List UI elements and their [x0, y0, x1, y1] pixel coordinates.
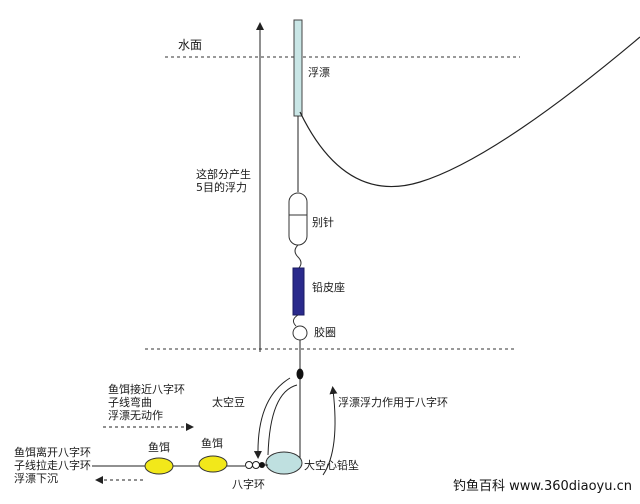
ring-hook: [292, 314, 299, 327]
hollow-sinker: [265, 451, 303, 475]
buoyancy-ring-label: 浮漂浮力作用于八字环: [338, 396, 448, 409]
away-ring-line3: 浮漂下沉: [14, 472, 58, 485]
figure-eight-ring-left: [245, 461, 253, 469]
watermark-cn: 钓鱼百科: [452, 479, 505, 494]
near-ring-line3: 浮漂无动作: [108, 409, 163, 422]
water-surface-label: 水面: [178, 38, 203, 52]
rubber-ring: [292, 325, 308, 341]
lead-seat: [292, 267, 305, 316]
space-bean-pointer: [253, 377, 291, 459]
buoyancy-label-line2: 5目的浮力: [196, 181, 247, 194]
float-label: 浮漂: [308, 66, 330, 79]
bait-right: [198, 455, 228, 473]
float: [293, 19, 303, 117]
hollow-sinker-label: 大空心铅坠: [304, 459, 359, 472]
sinker-loop: [267, 384, 298, 456]
rubber-ring-label: 胶圈: [314, 326, 336, 339]
away-ring-line2: 子线拉走八字环: [14, 459, 91, 472]
rod-line: [299, 36, 640, 188]
lead-seat-label: 铅皮座: [312, 281, 345, 294]
near-ring-line1: 鱼饵接近八字环: [108, 383, 185, 396]
bait-right-label: 鱼饵: [201, 437, 223, 450]
bait-left: [144, 457, 174, 475]
near-ring-line2: 子线弯曲: [108, 396, 152, 409]
figure-eight-ring-label: 八字环: [232, 478, 265, 491]
buoyancy-label-line1: 这部分产生: [196, 168, 251, 181]
bait-left-label: 鱼饵: [148, 441, 170, 454]
pin: [288, 192, 308, 246]
buoyancy-arrow: [322, 386, 338, 476]
space-bean-label: 太空豆: [212, 396, 245, 409]
watermark-url: www.360diaoyu.cn: [509, 479, 632, 494]
pin-label: 别针: [312, 216, 334, 229]
away-ring-line1: 鱼饵离开八字环: [14, 446, 91, 459]
figure-eight-ring-right: [252, 461, 260, 469]
pin-hook: [294, 244, 302, 270]
watermark: 钓鱼百科 www.360diaoyu.cn: [453, 475, 632, 494]
space-bean: [296, 368, 304, 380]
